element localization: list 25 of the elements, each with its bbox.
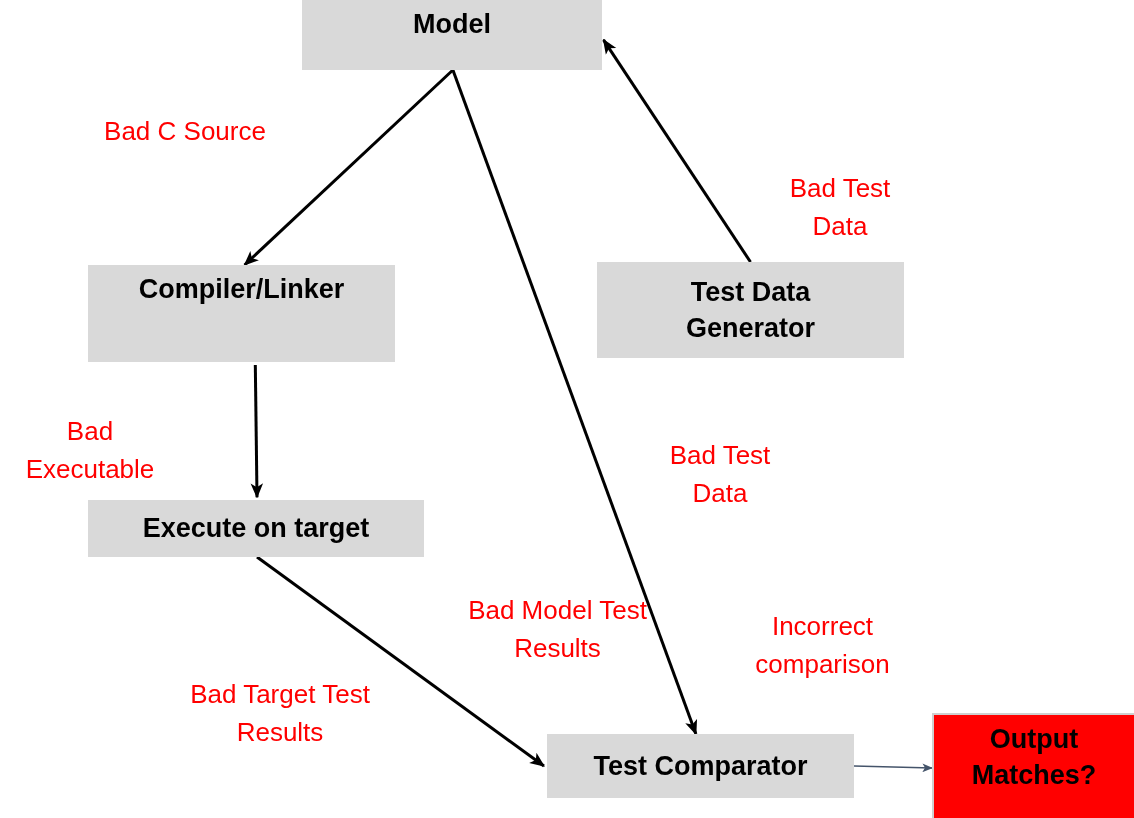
fault-label: Bad Test Data bbox=[788, 172, 892, 243]
node-label: Output Matches? bbox=[970, 723, 1098, 793]
node-label: Execute on target bbox=[142, 512, 370, 546]
fault-label: Bad Model Test Results bbox=[467, 594, 648, 665]
fault-label: Bad Executable bbox=[24, 415, 156, 486]
fault-label: Bad C Source bbox=[103, 115, 267, 148]
node-label: Compiler/Linker bbox=[138, 273, 345, 306]
arrow bbox=[451, 69, 698, 736]
arrow bbox=[243, 68, 454, 267]
node-label: Model bbox=[413, 8, 491, 41]
decision-box bbox=[932, 713, 1134, 818]
process-box bbox=[547, 734, 854, 798]
arrow bbox=[602, 38, 752, 263]
process-box bbox=[302, 0, 602, 70]
arrow bbox=[256, 555, 545, 768]
arrow bbox=[853, 763, 933, 773]
fault-label: Incorrect comparison bbox=[754, 610, 891, 681]
arrow bbox=[250, 364, 264, 499]
fault-label: Bad Target Test Results bbox=[189, 678, 371, 749]
node-label: Test Comparator bbox=[593, 749, 808, 783]
process-box bbox=[597, 262, 904, 358]
fault-label: Bad Test Data bbox=[668, 439, 772, 510]
process-box bbox=[88, 500, 424, 557]
process-box bbox=[88, 265, 395, 362]
node-label: Test Data Generator bbox=[684, 275, 816, 345]
